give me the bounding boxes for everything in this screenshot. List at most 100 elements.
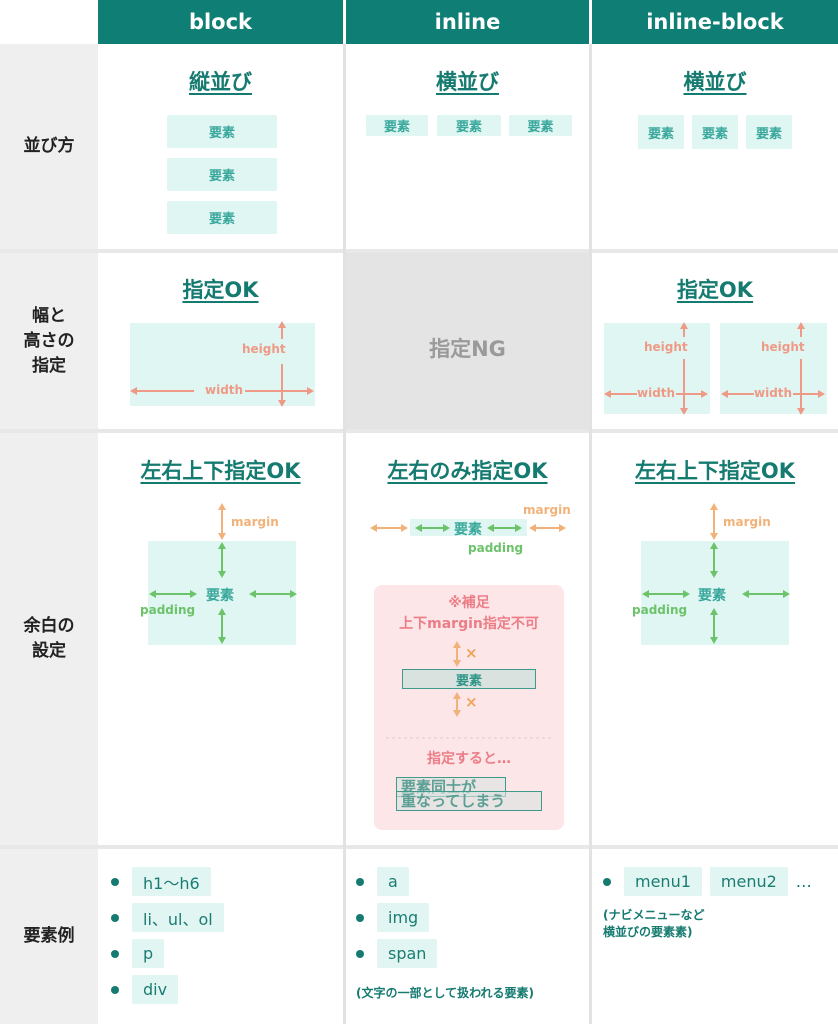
- height-label: height: [644, 340, 688, 354]
- element-tag: li、ul、ol: [132, 903, 224, 932]
- element-tag: img: [377, 903, 430, 932]
- vertical-margin-arrows-icon: [386, 641, 552, 739]
- element-tag: span: [377, 939, 438, 968]
- row-label: 指定: [32, 355, 66, 376]
- cell-title: 左右上下指定OK: [592, 455, 838, 485]
- then-label: 指定すると…: [427, 751, 511, 767]
- element-tag: menu1: [624, 867, 702, 896]
- cell-examples-inline: a img span (文字の一部として扱われる要素): [346, 849, 589, 1024]
- list-item: menu1 menu2 …: [603, 867, 812, 896]
- x-mark-icon: ×: [465, 644, 478, 662]
- margin-padding-arrows-icon: [642, 503, 790, 644]
- cell-title-text: 左右上下指定OK: [140, 459, 301, 483]
- cell-title-text: 指定OK: [182, 278, 259, 302]
- cell-title-text: 左右上下指定OK: [634, 459, 796, 483]
- padding-label: padding: [468, 541, 524, 555]
- row-divider: [0, 429, 838, 433]
- caption-line: (ナビメニューなど: [603, 908, 705, 922]
- cell-title: 指定OK: [98, 274, 343, 304]
- inline-caption: (文字の一部として扱われる要素): [356, 986, 535, 1000]
- supplement-note: ※補足 上下margin指定不可 × × 要素 指定すると… 要素同士が 重なっ…: [374, 585, 564, 830]
- dimension-box: [604, 323, 710, 414]
- list-item: span: [356, 939, 438, 968]
- height-arrow-icon: [130, 321, 314, 407]
- cell-title-text: 横並び: [683, 70, 747, 94]
- element-label: 要素: [206, 588, 234, 604]
- element-label: 要素: [698, 588, 726, 604]
- cell-title: 横並び: [346, 66, 589, 96]
- list-item: h1〜h6: [111, 867, 211, 896]
- padding-label: padding: [632, 603, 688, 617]
- list-item: li、ul、ol: [111, 903, 224, 932]
- cell-arrangement-block: 縦並び 要素 要素 要素: [98, 44, 343, 249]
- padding-label: padding: [140, 603, 196, 617]
- cell-title-text: 縦並び: [189, 70, 252, 94]
- bullet-icon: [603, 877, 611, 886]
- inline-block-caption: (ナビメニューなど 横並びの要素素): [603, 907, 705, 941]
- row-header-size: 幅と 高さの 指定: [0, 253, 98, 429]
- row-divider: [0, 845, 838, 849]
- overlap-element-2: 重なってしまう: [396, 791, 542, 811]
- cell-arrangement-inline: 横並び 要素 要素 要素: [346, 44, 589, 249]
- cell-size-inline: 指定NG: [346, 253, 589, 429]
- note-title-line: 上下margin指定不可: [399, 616, 539, 632]
- element-box: 要素: [746, 115, 792, 149]
- cell-arrangement-inline-block: 横並び 要素 要素 要素: [592, 44, 838, 249]
- cell-title: 縦並び: [98, 66, 343, 96]
- bullet-icon: [356, 949, 364, 958]
- element-tag: h1〜h6: [132, 867, 211, 896]
- row-header-examples: 要素例: [0, 849, 98, 1024]
- ellipsis: …: [795, 872, 812, 891]
- width-label: width: [637, 386, 676, 400]
- element-tag: a: [377, 867, 409, 896]
- list-item: img: [356, 903, 430, 932]
- bullet-icon: [356, 913, 364, 922]
- column-header-inline-block: inline-block: [592, 0, 838, 44]
- cell-title-text: 横並び: [436, 70, 499, 94]
- width-label: width: [754, 386, 793, 400]
- margin-label: margin: [523, 503, 571, 517]
- cell-size-inline-block: 指定OK height width height width: [592, 253, 838, 429]
- row-header-spacing: 余白の 設定: [0, 433, 98, 845]
- dimension-box: [130, 323, 315, 406]
- cell-title: 指定OK: [592, 274, 838, 304]
- element-box: 要素: [509, 115, 572, 136]
- element-box: 要素: [366, 115, 428, 136]
- size-arrows-icon: [604, 322, 825, 415]
- column-header-block: block: [98, 0, 343, 44]
- row-label: 余白の: [23, 616, 75, 636]
- bullet-icon: [111, 913, 119, 922]
- cell-title: 左右上下指定OK: [98, 455, 343, 485]
- element-box: 要素: [638, 115, 684, 149]
- width-label: width: [205, 383, 244, 397]
- margin-label: margin: [723, 515, 771, 529]
- element-box: 要素: [167, 201, 277, 234]
- element-box-outlined: 要素: [402, 669, 536, 689]
- margin-label: margin: [231, 515, 279, 529]
- bullet-icon: [111, 985, 119, 994]
- dimension-box: [720, 323, 827, 414]
- row-label: 高さの: [23, 330, 75, 351]
- element-tag: div: [132, 975, 179, 1004]
- element-label: 要素: [454, 522, 482, 538]
- element-box: [410, 519, 527, 536]
- row-header-arrangement: 並び方: [0, 44, 98, 249]
- row-label: 要素例: [23, 926, 75, 946]
- list-item: div: [111, 975, 179, 1004]
- element-box: 要素: [692, 115, 738, 149]
- margin-padding-arrows-icon: [149, 503, 297, 644]
- column-divider: [343, 44, 346, 1024]
- cell-title: 左右のみ指定OK: [346, 455, 589, 485]
- cell-title-text: 左右のみ指定OK: [387, 459, 548, 483]
- cell-size-block: 指定OK height width: [98, 253, 343, 429]
- element-tag: p: [132, 939, 165, 968]
- cell-examples-inline-block: menu1 menu2 … (ナビメニューなど 横並びの要素素): [592, 849, 838, 1024]
- element-box: 要素: [437, 115, 501, 136]
- height-label: height: [761, 340, 805, 354]
- row-label: 幅と: [32, 305, 66, 326]
- cell-spacing-inline: 左右のみ指定OK 要素 margin padding ※補足 上下margin指…: [346, 433, 589, 845]
- x-mark-icon: ×: [465, 693, 478, 711]
- row-divider: [0, 249, 838, 253]
- column-divider: [589, 44, 592, 1024]
- note-title: ※補足 上下margin指定不可: [374, 593, 564, 635]
